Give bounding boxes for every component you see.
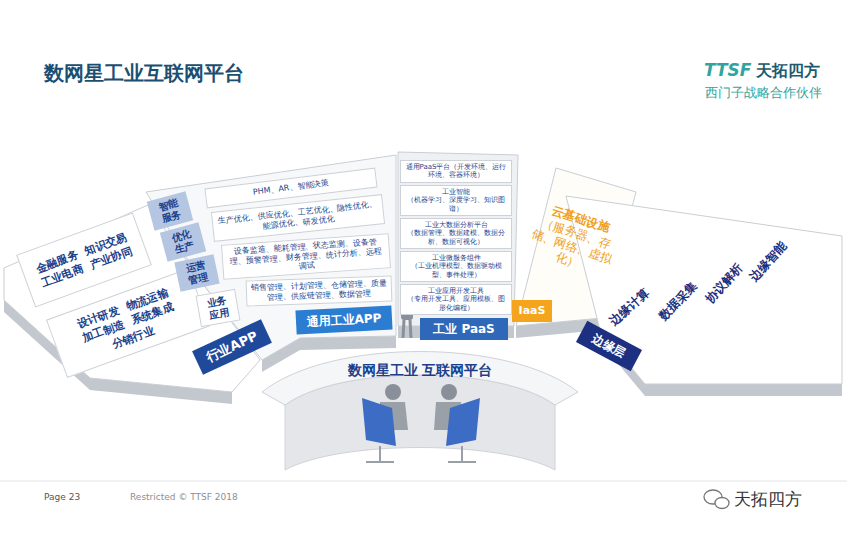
platform-block: 通用工业APP: [295, 306, 392, 335]
platform-block: 通用PaaS平台（开发环境、运行环境、容器环境）: [400, 160, 512, 183]
block-text: （工业机理模型、数据驱动模型、事件处理）: [405, 262, 507, 279]
block-text: （专用开发工具、应用模板、图形化编程）: [405, 295, 507, 312]
block-text: 工业应用开发工具: [405, 287, 507, 295]
chair: [446, 398, 480, 446]
desk-top: [262, 352, 578, 406]
platform-block: 工业智能（机器学习、深度学习、知识图谱）: [400, 185, 512, 216]
block-text: 销售管理、计划管理、仓储管理、质量管理、供应链管理、数据管理: [251, 279, 388, 303]
block-text: 智能服务: [157, 197, 183, 226]
platform-block: IaaS: [512, 300, 552, 322]
paas-sector: [398, 152, 518, 326]
person-head: [385, 384, 401, 400]
standing-leg: [403, 320, 404, 338]
block-text: 工业 PaaS: [424, 322, 504, 336]
footer-rule: [0, 481, 847, 482]
platform-block: 工业微服务组件（工业机理模型、数据驱动模型、事件处理）: [400, 251, 512, 282]
block-text: 工业微服务组件: [405, 254, 507, 262]
desk-front: [285, 375, 555, 470]
platform-block: 销售管理、计划管理、仓储管理、质量管理、供应链管理、数据管理: [246, 275, 393, 306]
watermark: 天拓四方: [734, 488, 802, 511]
block-text: （数据管理、数据建模、数据分析、数据可视化）: [405, 229, 507, 246]
chair-leg: [379, 446, 381, 462]
block-text: （机器学习、深度学习、知识图谱）: [405, 196, 507, 213]
block-text: 通用工业APP: [300, 311, 389, 330]
wechat-icon: [715, 498, 729, 509]
logo-name: 天拓四方: [756, 61, 820, 82]
standing-leg: [410, 320, 411, 338]
platform-block: 业务应用: [196, 289, 241, 327]
chair-base: [366, 461, 394, 463]
chair: [362, 398, 396, 446]
logo-mark: TTSF: [704, 60, 751, 80]
block-text: 优化生产: [170, 228, 196, 257]
block-text: IaaS: [516, 304, 548, 317]
page-number: Page 23: [44, 492, 80, 502]
platform-block: 数网星工业 互联网平台: [320, 358, 520, 382]
platform-block: 工业 PaaS: [420, 318, 508, 340]
platform-block: 工业大数据分析平台（数据管理、数据建模、数据分析、数据可视化）: [400, 218, 512, 249]
platform-block: 工业应用开发工具（专用开发工具、应用模板、图形化编程）: [400, 284, 512, 315]
block-text: 工业智能: [405, 188, 507, 196]
chair-leg: [461, 446, 463, 462]
copyright: Restricted © TTSF 2018: [130, 492, 238, 502]
block-text: 运营管理: [184, 259, 210, 287]
block-text: 通用PaaS平台（开发环境、运行环境、容器环境）: [405, 163, 507, 180]
block-text: 数网星工业 互联网平台: [324, 362, 516, 379]
chair-base: [448, 461, 476, 463]
block-text: 业务应用: [206, 294, 231, 321]
logo-tagline: 西门子战略合作伙伴: [705, 84, 822, 102]
page-title: 数网星工业互联网平台: [44, 60, 244, 87]
block-text: 工业大数据分析平台: [405, 221, 507, 229]
person-head: [441, 384, 457, 400]
